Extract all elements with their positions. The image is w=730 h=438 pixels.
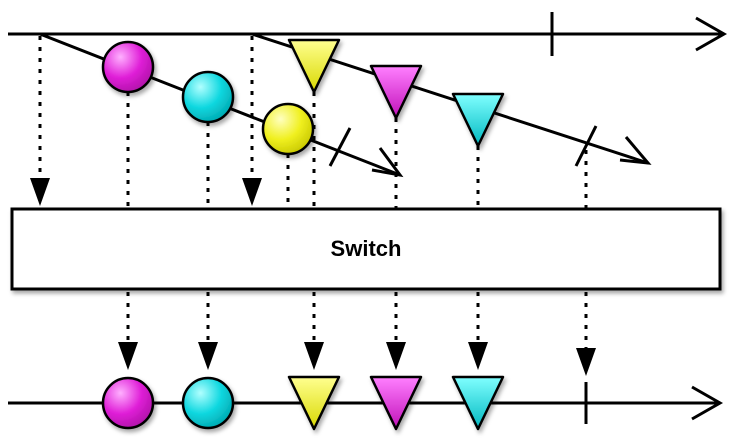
marble-circle-yellow [261, 102, 315, 156]
subscribe-arrow-1 [30, 178, 50, 206]
marble-triangle-cyan [451, 92, 505, 148]
marble-circle-magenta [101, 40, 155, 94]
outer-timeline [8, 12, 728, 56]
marble-circle-cyan [181, 70, 235, 124]
subscribe-arrowheads [30, 178, 262, 206]
output-circle-cyan [181, 376, 235, 430]
marble-triangle-magenta [369, 64, 423, 120]
source-2-marbles [287, 38, 505, 148]
top-dotted-lines [38, 36, 588, 208]
output-triangle-magenta [369, 375, 423, 431]
subscribe-arrow-2 [242, 178, 262, 206]
source-1-marbles [101, 40, 315, 156]
marble-triangle-yellow [287, 38, 341, 94]
inner-1-unsubscribe-tick [328, 127, 352, 167]
bottom-dotted-lines [126, 292, 588, 350]
output-circle-magenta [101, 376, 155, 430]
output-triangle-cyan [451, 375, 505, 431]
output-marbles [101, 375, 505, 431]
bottom-arrowheads [118, 342, 596, 376]
output-triangle-yellow [287, 375, 341, 431]
operator-box [10, 207, 722, 291]
inner-2-completion-tick [574, 125, 598, 167]
